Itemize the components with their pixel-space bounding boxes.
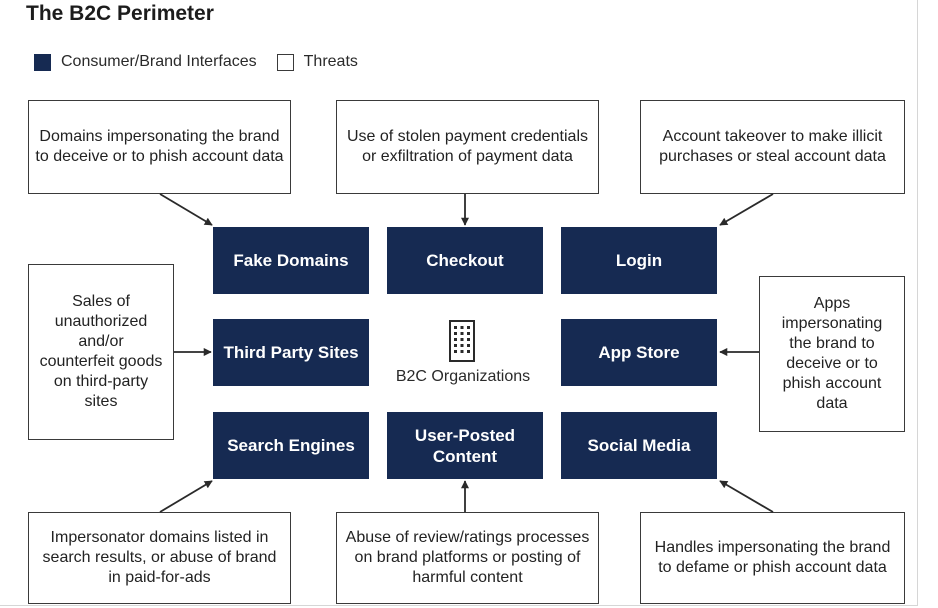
- threat-unauthorized-sales: Sales of unauthorized and/or counterfeit…: [28, 264, 174, 440]
- threat-text: Account takeover to make illicit purchas…: [659, 128, 886, 165]
- interface-label: Social Media: [587, 436, 691, 455]
- page-frame: [0, 0, 918, 606]
- legend: Consumer/Brand Interfaces Threats: [34, 50, 358, 74]
- interface-social-media: Social Media: [561, 412, 717, 479]
- interface-label: Third Party Sites: [223, 343, 359, 362]
- threat-text: Domains impersonating the brand to decei…: [35, 128, 284, 165]
- threat-text: Use of stolen payment credentials or exf…: [346, 128, 588, 165]
- legend-threats-label: Threats: [303, 53, 358, 70]
- threat-handles-impersonating: Handles impersonating the brand to defam…: [640, 512, 905, 604]
- threat-domains-impersonating: Domains impersonating the brand to decei…: [28, 100, 291, 194]
- interface-label: Login: [615, 251, 663, 270]
- interface-login: Login: [561, 227, 717, 294]
- interface-label: App Store: [598, 343, 680, 362]
- interface-user-posted-content: User-Posted Content: [387, 412, 543, 479]
- legend-interfaces-label: Consumer/Brand Interfaces: [61, 53, 257, 70]
- threat-text: Abuse of review/ratings processes on bra…: [345, 529, 590, 586]
- legend-threats-swatch: [276, 53, 294, 71]
- threat-apps-impersonating: Apps impersonating the brand to deceive …: [759, 276, 905, 432]
- threat-text: Impersonator domains listed in search re…: [42, 529, 277, 586]
- interface-label: User-Posted Content: [414, 425, 516, 466]
- office-building-icon: [449, 320, 475, 362]
- interface-checkout: Checkout: [387, 227, 543, 294]
- threat-stolen-payment: Use of stolen payment credentials or exf…: [336, 100, 599, 194]
- threat-text: Sales of unauthorized and/or counterfeit…: [39, 293, 163, 410]
- diagram-title: The B2C Perimeter: [26, 2, 214, 25]
- interface-fake-domains: Fake Domains: [213, 227, 369, 294]
- legend-interfaces-swatch: [34, 53, 51, 71]
- threat-account-takeover: Account takeover to make illicit purchas…: [640, 100, 905, 194]
- interface-label: Fake Domains: [233, 251, 349, 270]
- threat-review-abuse: Abuse of review/ratings processes on bra…: [336, 512, 599, 604]
- interface-app-store: App Store: [561, 319, 717, 386]
- center-label: B2C Organizations: [395, 368, 531, 385]
- threat-text: Apps impersonating the brand to deceive …: [781, 295, 883, 412]
- threat-impersonator-domains-listed: Impersonator domains listed in search re…: [28, 512, 291, 604]
- interface-label: Checkout: [426, 251, 504, 270]
- interface-third-party-sites: Third Party Sites: [213, 319, 369, 386]
- interface-search-engines: Search Engines: [213, 412, 369, 479]
- interface-label: Search Engines: [227, 436, 355, 455]
- threat-text: Handles impersonating the brand to defam…: [654, 539, 891, 576]
